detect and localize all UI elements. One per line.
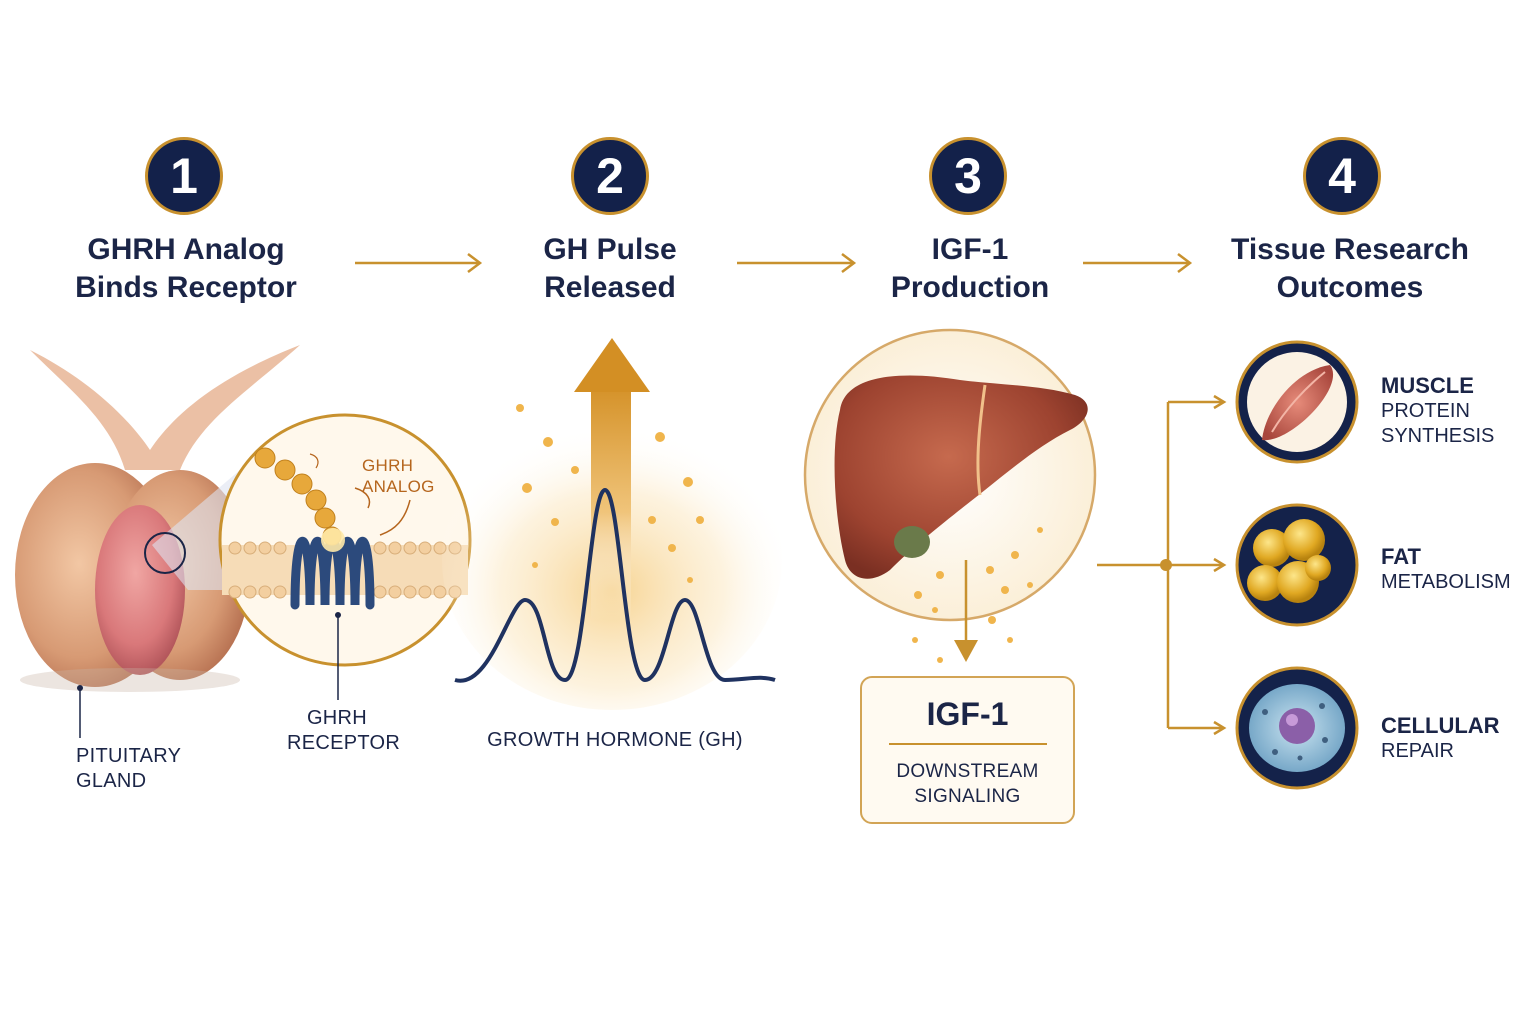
igf1-box-title: IGF-1 bbox=[926, 696, 1009, 732]
step-3-badge: 3 bbox=[929, 137, 1007, 215]
igf1-box-divider bbox=[888, 743, 1047, 745]
outcome-fat-label: FAT METABOLISM bbox=[1381, 544, 1511, 593]
step-1-badge: 1 bbox=[145, 137, 223, 215]
arrow-3-to-4 bbox=[1083, 253, 1193, 273]
receptor-zoom-circle bbox=[218, 413, 472, 667]
growth-hormone-label: GROWTH HORMONE (GH) bbox=[487, 729, 743, 751]
outcome-cellular-label: CELLULAR REPAIR bbox=[1381, 713, 1500, 762]
gh-pulse-illustration bbox=[442, 338, 782, 710]
arrow-2-to-3 bbox=[737, 253, 857, 273]
fat-cells-icon bbox=[1235, 503, 1359, 627]
outcome-muscle-label: MUSCLE PROTEIN SYNTHESIS bbox=[1381, 373, 1495, 447]
liver-illustration bbox=[803, 328, 1097, 663]
step-2-badge: 2 bbox=[571, 137, 649, 215]
muscle-icon bbox=[1235, 340, 1359, 464]
step-4-badge: 4 bbox=[1303, 137, 1381, 215]
arrow-1-to-2 bbox=[355, 253, 483, 273]
cell-icon bbox=[1235, 666, 1359, 790]
